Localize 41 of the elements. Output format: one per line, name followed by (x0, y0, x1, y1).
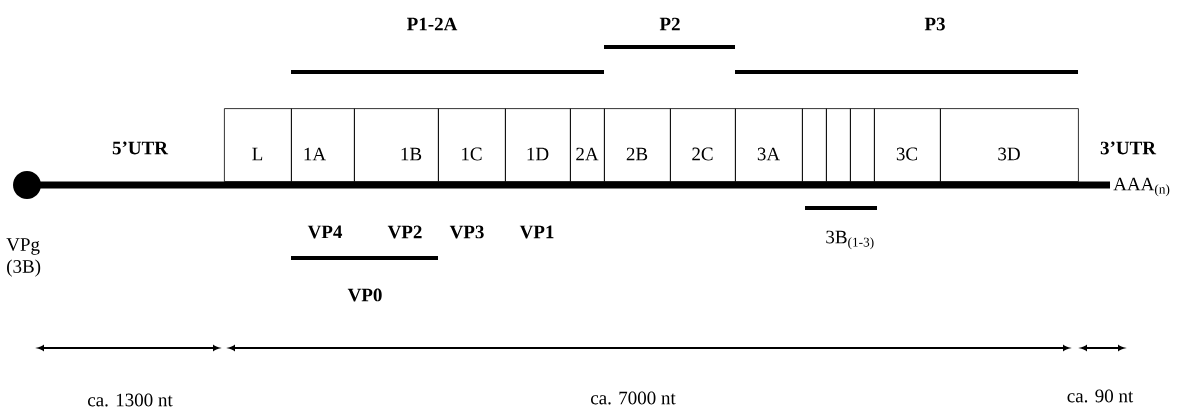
length-label: ca. 90 nt (1067, 389, 1134, 403)
length-label: ca. 1300 nt (88, 393, 173, 407)
gene-segment-box (224, 108, 292, 182)
gene-segment-box (850, 108, 875, 182)
protein-label: VP0 (347, 288, 382, 302)
protein-label: VPg (3B) (6, 238, 41, 277)
protein-label: 3B$_{(1-3)}$ (826, 230, 874, 250)
gene-segment-box (670, 108, 736, 182)
segment-label: P1-2A (407, 17, 458, 31)
gene-segment-box (802, 108, 827, 182)
region-label: 3’UTR (1100, 141, 1157, 155)
gene-segment-box (570, 108, 605, 182)
gene-segment-box (505, 108, 571, 182)
tail-label: AAA$_{(n)}$ (1113, 177, 1170, 197)
length-label: ca. 7000 nt (591, 391, 676, 405)
segment-name: 1B (401, 147, 422, 161)
protein-label: VP2 (387, 225, 422, 239)
segment-name: 3C (896, 147, 918, 161)
gene-segment-box (438, 108, 506, 182)
gene-segment-box (940, 108, 1079, 182)
segment-name: 3A (757, 147, 780, 161)
segment-name: 2A (576, 147, 599, 161)
segment-name: 1C (462, 147, 482, 161)
segment-name: 2B (626, 147, 648, 161)
segment-name: 2C (692, 147, 713, 161)
gene-segment-box (735, 108, 803, 182)
protein-label: VP1 (519, 225, 554, 239)
gene-segment-box (874, 108, 941, 182)
gene-segment-box (604, 108, 671, 182)
region-label: 5’UTR (112, 141, 169, 155)
gene-segment-box (354, 108, 439, 182)
segment-label: P3 (924, 17, 945, 31)
segment-name: 1D (527, 147, 549, 161)
protein-label: VP3 (449, 225, 484, 239)
segment-label: P2 (659, 17, 680, 31)
segment-name: L (252, 147, 263, 161)
segment-name: 1A (304, 147, 326, 161)
segment-name: 3D (998, 147, 1020, 161)
gene-segment-box (826, 108, 851, 182)
gene-segment-box (291, 108, 355, 182)
protein-label: VP4 (307, 225, 343, 239)
